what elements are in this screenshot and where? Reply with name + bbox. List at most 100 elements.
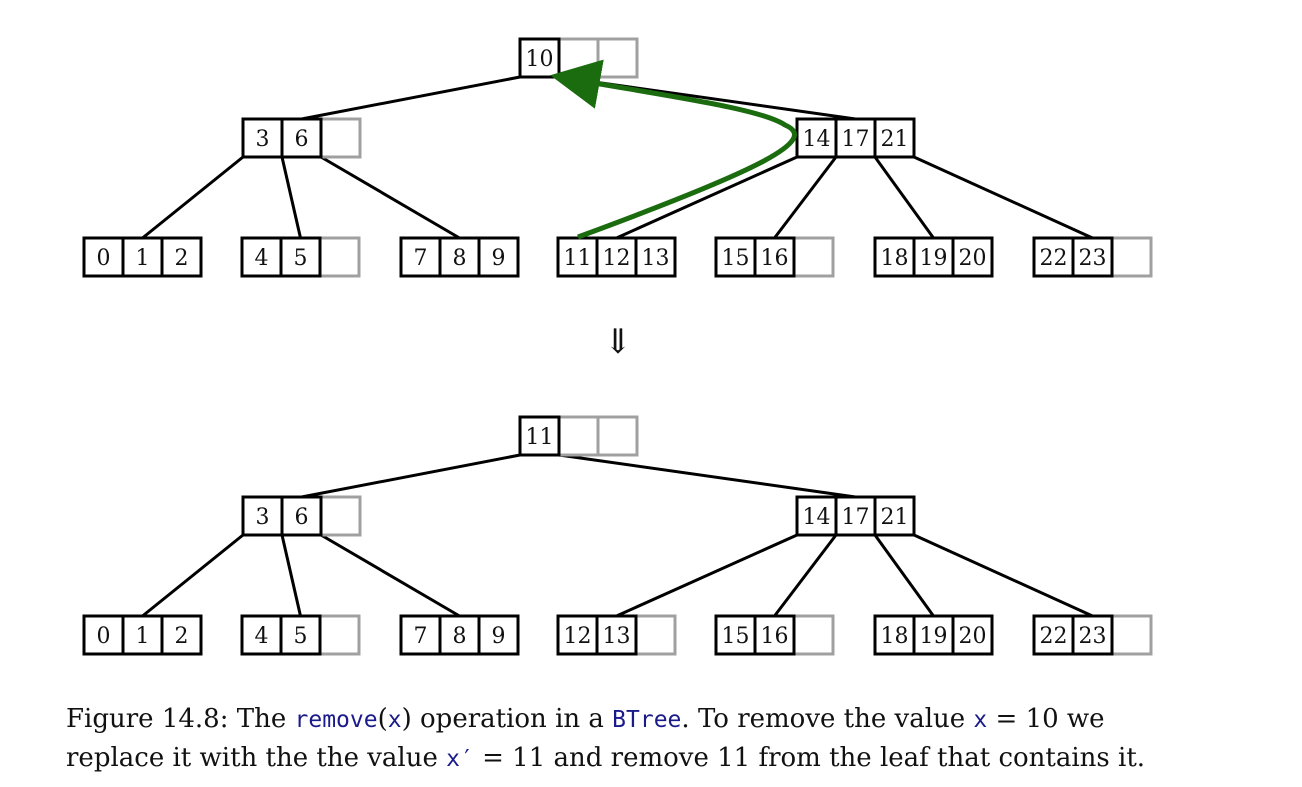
- tree-edge: [773, 156, 838, 239]
- before-leaf-node-4-key-cell: [753, 236, 796, 278]
- before-root-node-empty-slot: [596, 37, 639, 79]
- after-leaf-node-2-key: 8: [453, 624, 467, 649]
- before-leaf-node-4-key: 15: [722, 246, 750, 271]
- before-internal-node-1-key: 17: [842, 127, 870, 152]
- before-leaf-node-0-key: 0: [97, 246, 111, 271]
- before-leaf-node-6-key-cell: [1071, 236, 1114, 278]
- after-internal-node-0-key: 3: [256, 505, 270, 530]
- after-leaf-node-3-key: 12: [564, 624, 592, 649]
- tree-edge: [320, 155, 461, 240]
- before-leaf-node-4-empty-slot: [792, 236, 835, 278]
- tree-edge: [141, 155, 244, 240]
- before-leaf-node-3-key-cell: [595, 236, 638, 278]
- after-leaf-node-1-key: 4: [255, 624, 269, 649]
- after-leaf-node-2-key-cell: [399, 614, 442, 656]
- caption-code-btree: BTree: [612, 707, 682, 733]
- tree-edge: [873, 534, 935, 617]
- tree-edge: [141, 533, 244, 618]
- after-leaf-node-6-key: 22: [1040, 624, 1068, 649]
- before-leaf-node-6-key-cell: [1032, 236, 1075, 278]
- before-leaf-node-5-key: 18: [881, 246, 909, 271]
- before-leaf-node-0-key: 2: [175, 246, 189, 271]
- tree-edge: [913, 155, 1094, 240]
- tree-edge: [615, 533, 798, 618]
- after-root-node-key-cell: [518, 415, 561, 457]
- before-leaf-node-5-key-cell: [912, 236, 955, 278]
- before-leaf-node-3-key: 12: [603, 246, 631, 271]
- after-leaf-node-3-empty-slot: [634, 614, 677, 656]
- after-leaf-node-2-key: 7: [414, 624, 428, 649]
- after-root-node-key: 11: [526, 425, 554, 450]
- tree-edge: [558, 453, 856, 499]
- after-leaf-node-6-key: 23: [1079, 624, 1107, 649]
- after-leaf-node-5-key: 19: [920, 624, 948, 649]
- after-leaf-node-6-key-cell: [1071, 614, 1114, 656]
- before-root-node-key: 10: [526, 47, 554, 72]
- after-internal-node-0-empty-slot: [319, 495, 362, 537]
- after-leaf-node-5-key: 20: [959, 624, 987, 649]
- tree-edge: [320, 533, 461, 618]
- before-leaf-node-5-key-cell: [873, 236, 916, 278]
- before-leaf-node-5-key: 20: [959, 246, 987, 271]
- after-internal-node-0-key: 6: [295, 505, 309, 530]
- before-leaf-node-3-key-cell: [634, 236, 677, 278]
- after-internal-node-1-key: 17: [842, 505, 870, 530]
- before-leaf-node-1-key-cell: [279, 236, 322, 278]
- before-leaf-node-1-key: 5: [294, 246, 308, 271]
- after-leaf-node-4-key: 16: [761, 624, 789, 649]
- after-leaf-node-0-key: 2: [175, 624, 189, 649]
- before-internal-node-1: 14 17 21: [795, 117, 916, 159]
- tree-edge: [280, 534, 302, 617]
- after-leaf-node-6-empty-slot: [1110, 614, 1153, 656]
- before-leaf-node-2-key: 9: [492, 246, 506, 271]
- after-leaf-node-3-key-cell: [595, 614, 638, 656]
- after-internal-node-0-key-cell: [280, 495, 323, 537]
- after-internal-node-1-key-cell: [834, 495, 877, 537]
- before-internal-node-0-key-cell: [280, 117, 323, 159]
- figure-caption: Figure 14.8: The remove(x) operation in …: [66, 704, 1146, 773]
- before-leaf-node-6-empty-slot: [1110, 236, 1153, 278]
- before-leaf-node-3-key: 11: [564, 246, 592, 271]
- after-leaf-node-0-key: 1: [136, 624, 150, 649]
- after-internal-node-1-key-cell: [873, 495, 916, 537]
- before-leaf-node-5-key: 19: [920, 246, 948, 271]
- after-leaf-node-5-key-cell: [951, 614, 994, 656]
- tree-edge: [773, 534, 838, 617]
- before-internal-node-1-key: 21: [881, 127, 909, 152]
- after-leaf-node-0-key-cell: [121, 614, 164, 656]
- before-leaf-node-3-key-cell: [556, 236, 599, 278]
- tree-edge: [301, 453, 521, 499]
- tree-edge: [280, 156, 302, 239]
- after-root-node-empty-slot: [557, 415, 600, 457]
- after-leaf-node-1-empty-slot: [318, 614, 361, 656]
- after-leaf-node-4-empty-slot: [792, 614, 835, 656]
- before-leaf-node-1-empty-slot: [318, 236, 361, 278]
- caption-code-remove: remove: [294, 707, 378, 733]
- after-leaf-node-4-key-cell: [753, 614, 796, 656]
- transform-arrow: ⇓: [604, 322, 633, 362]
- after-root-node: 11: [518, 415, 639, 457]
- before-leaf-node-2-key-cell: [477, 236, 520, 278]
- before-internal-node-1-key: 14: [803, 127, 831, 152]
- after-leaf-node-4-key: 15: [722, 624, 750, 649]
- after-root-node-empty-slot: [596, 415, 639, 457]
- after-internal-node-1-key: 21: [881, 505, 909, 530]
- tree-edge: [301, 75, 521, 121]
- before-internal-node-0-key: 3: [256, 127, 270, 152]
- before-leaf-node-1-key: 4: [255, 246, 269, 271]
- before-internal-node-0-key: 6: [295, 127, 309, 152]
- after-internal-node-1-key: 14: [803, 505, 831, 530]
- after-leaf-node-0-key: 0: [97, 624, 111, 649]
- before-leaf-node-0-key-cell: [160, 236, 203, 278]
- after-leaf-node-1-key: 5: [294, 624, 308, 649]
- before-leaf-node-5-key-cell: [951, 236, 994, 278]
